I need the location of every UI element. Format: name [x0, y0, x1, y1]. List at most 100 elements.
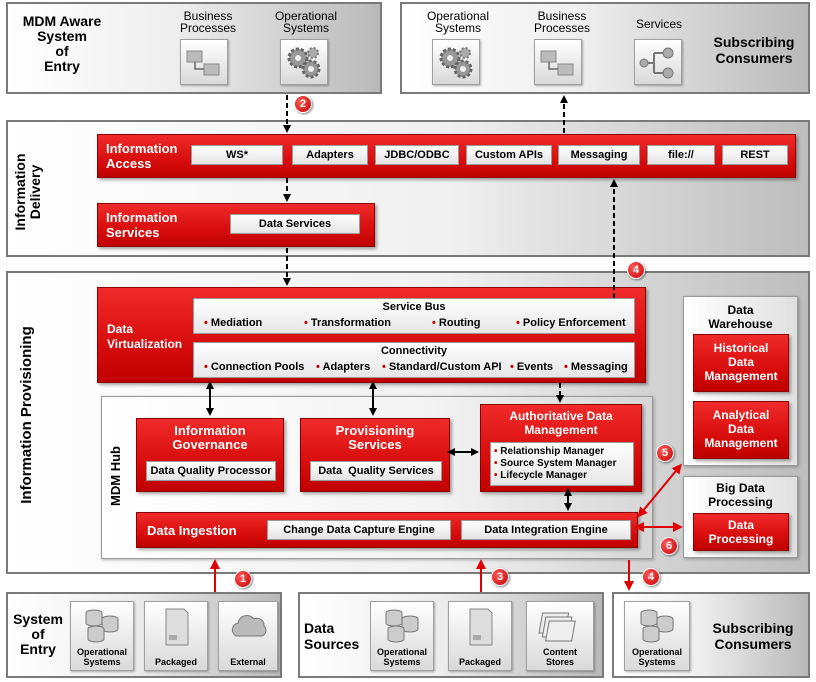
- entry-packaged-tile[interactable]: Packaged: [144, 601, 208, 671]
- marker-4-top: 4: [627, 261, 645, 279]
- relationship-manager-item: • Relationship Manager: [494, 446, 605, 457]
- services-label: Services: [635, 17, 682, 31]
- connectivity-box: Connectivity • Connection Pools • Adapte…: [193, 342, 635, 378]
- source-system-manager-item: • Source System Manager: [494, 458, 617, 469]
- service-bus-title: Service Bus: [382, 301, 446, 313]
- sources-packaged-tile[interactable]: Packaged: [448, 601, 512, 671]
- access-file-button[interactable]: file://: [647, 145, 715, 165]
- connectivity-adapters: • Adapters: [316, 361, 371, 373]
- server-icon: [165, 608, 189, 646]
- database-icon: [640, 609, 674, 643]
- business-processes-tile[interactable]: [180, 39, 228, 85]
- data-services-button[interactable]: Data Services: [230, 214, 360, 234]
- marker-2: 2: [294, 95, 312, 113]
- connectivity-title: Connectivity: [380, 345, 447, 357]
- server-icon: [469, 608, 493, 646]
- data-integration-engine-button[interactable]: Data Integration Engine: [461, 520, 631, 540]
- service-bus-transformation: • Transformation: [304, 317, 391, 329]
- service-bus-mediation: • Mediation: [204, 317, 263, 329]
- gears-icon: [439, 47, 473, 79]
- change-data-capture-engine-button[interactable]: Change Data Capture Engine: [267, 520, 451, 540]
- operational-systems-tile[interactable]: [280, 39, 328, 85]
- service-bus-box: Service Bus • Mediation • Transformation…: [193, 298, 635, 334]
- cloud-icon: [231, 615, 267, 637]
- services-icon: [639, 47, 674, 79]
- data-quality-services-button[interactable]: Data Quality Services: [310, 461, 442, 481]
- information-provisioning-label: Information Provisioning: [18, 326, 35, 504]
- data-quality-processor-button[interactable]: Data Quality Processor: [146, 461, 276, 481]
- service-bus-routing: • Routing: [432, 317, 481, 329]
- access-ws-button[interactable]: WS*: [191, 145, 283, 165]
- database-icon: [85, 609, 119, 643]
- connectivity-standard-custom-api: • Standard/Custom API: [382, 361, 502, 373]
- access-jdbc-odbc-button[interactable]: JDBC/ODBC: [375, 145, 459, 165]
- data-ingestion-title: Data Ingestion: [147, 523, 237, 538]
- entry-packaged-label: Packaged: [154, 657, 198, 667]
- entry-external-label: External: [230, 657, 266, 667]
- marker-6: 6: [660, 537, 678, 555]
- process-icon: [186, 50, 220, 76]
- marker-4-bottom: 4: [642, 568, 660, 586]
- documents-icon: [538, 612, 576, 642]
- connectivity-connection-pools: • Connection Pools: [204, 361, 305, 373]
- top-operational-systems-tile[interactable]: [432, 39, 480, 85]
- access-custom-apis-button[interactable]: Custom APIs: [466, 145, 552, 165]
- entry-external-tile[interactable]: External: [218, 601, 278, 671]
- access-messaging-button[interactable]: Messaging: [558, 145, 640, 165]
- database-icon: [385, 609, 419, 643]
- access-rest-button[interactable]: REST: [722, 145, 788, 165]
- connectivity-events: • Events: [510, 361, 553, 373]
- marker-5: 5: [656, 444, 674, 462]
- connectivity-messaging: • Messaging: [564, 361, 628, 373]
- authoritative-items-box: • Relationship Manager • Source System M…: [490, 442, 634, 486]
- services-tile[interactable]: [634, 39, 682, 85]
- data-ingestion-box: Data Ingestion Change Data Capture Engin…: [136, 512, 638, 548]
- marker-1: 1: [234, 570, 252, 588]
- mdm-hub-label: MDM Hub: [108, 446, 123, 506]
- access-adapters-button[interactable]: Adapters: [292, 145, 368, 165]
- top-business-processes-tile[interactable]: [534, 39, 582, 85]
